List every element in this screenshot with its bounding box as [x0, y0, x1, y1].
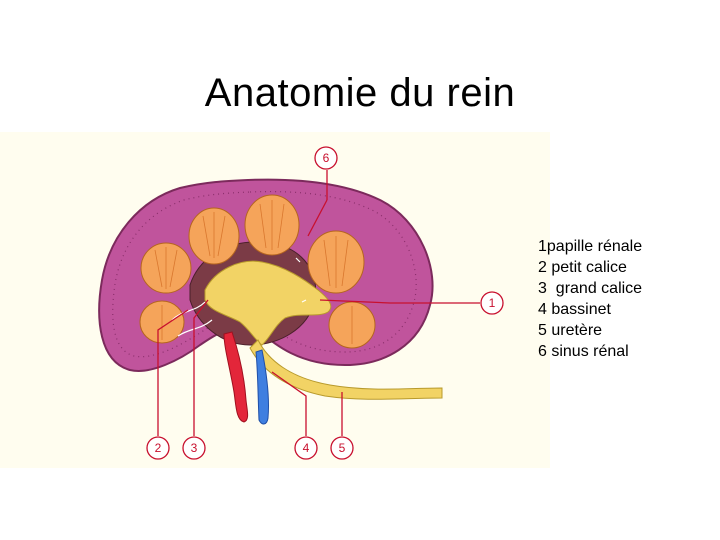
callout-2-circle: [146, 436, 170, 460]
renal-vein: [255, 349, 270, 425]
legend-item: 2 petit calice: [538, 257, 718, 278]
callout-4-label: 4: [303, 441, 310, 455]
callout-4-circle: [294, 436, 318, 460]
renal-pelvis: [204, 260, 332, 346]
callout-5-label: 5: [339, 441, 346, 455]
callout-3-label: 3: [191, 441, 198, 455]
small-vessels: [171, 257, 307, 337]
legend-text: uretère: [546, 322, 603, 339]
legend-item: 4 bassinet: [538, 299, 718, 320]
legend-number: 5: [538, 322, 547, 339]
legend-number: 2: [538, 259, 547, 276]
callout-6-circle: [314, 146, 338, 170]
legend-text: bassinet: [546, 301, 611, 318]
callout-5-circle: [330, 436, 354, 460]
legend-text: grand calice: [546, 280, 643, 297]
page-title: Anatomie du rein: [204, 70, 516, 115]
kidney-diagram: 6 1 2 3 4 5: [0, 132, 550, 468]
callout-1-circle: [480, 291, 504, 315]
legend-text: sinus rénal: [546, 343, 629, 360]
legend-item: 3 grand calice: [538, 278, 718, 299]
callout-2-label: 2: [155, 441, 162, 455]
pyramid-striations: [154, 200, 353, 344]
callout-circles: [146, 146, 504, 460]
legend: 1papille rénale 2 petit calice 3 grand c…: [538, 236, 718, 362]
callout-6-label: 6: [323, 151, 330, 165]
legend-number: 4: [538, 301, 547, 318]
legend-item: 6 sinus rénal: [538, 341, 718, 362]
renal-artery: [223, 331, 249, 423]
legend-number: 6: [538, 343, 547, 360]
callout-3-circle: [182, 436, 206, 460]
legend-number: 3: [538, 280, 547, 297]
callout-lines: [157, 170, 480, 436]
callout-1-label: 1: [489, 296, 496, 310]
legend-text: papille rénale: [546, 238, 643, 255]
legend-item: 5 uretère: [538, 320, 718, 341]
legend-number: 1: [538, 238, 547, 255]
legend-item: 1papille rénale: [538, 236, 718, 257]
legend-text: petit calice: [546, 259, 627, 276]
